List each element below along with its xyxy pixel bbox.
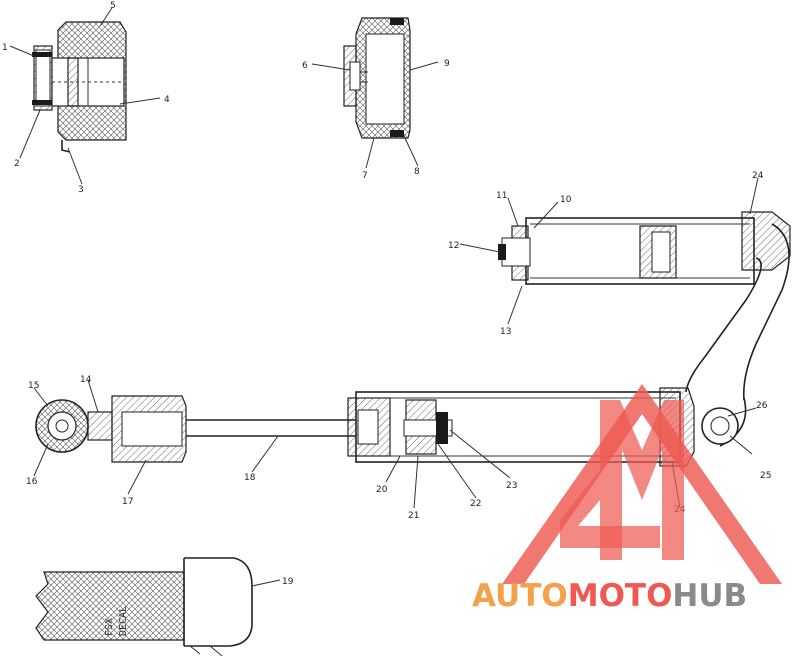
callout-21: 21 [408,511,419,521]
rod-end [111,395,187,463]
bushing-assembly [32,21,127,153]
decal-line1: FSX [104,618,115,636]
decal-line2: DECAL [118,606,129,636]
decal-assembly: FSX DECAL [35,557,253,656]
callout-10: 10 [560,195,572,205]
callout-4: 4 [164,95,170,105]
watermark-auto: AUTO [472,578,568,614]
reservoir-assembly [498,211,791,447]
callout-25: 25 [760,471,771,481]
callout-13: 13 [500,327,511,337]
callout-15: 15 [28,381,39,391]
callout-16: 16 [26,477,38,487]
callout-20: 20 [376,485,388,495]
callout-9: 9 [444,59,450,69]
callout-7: 7 [362,171,368,181]
watermark-text: AUTOMOTOHUB [472,578,747,614]
eyelet-mount [35,399,113,453]
callout-19: 19 [282,577,294,587]
piston-rod [186,419,360,437]
callout-22: 22 [470,499,481,509]
callout-12: 12 [448,241,459,251]
callout-8: 8 [414,167,420,177]
watermark-logo: AUTOMOTOHUB [472,384,782,614]
callout-24-top: 24 [752,171,764,181]
callout-2: 2 [14,159,20,169]
callout-14: 14 [80,375,92,385]
cap-assembly [343,17,411,139]
leader-lines [9,7,759,587]
callout-5: 5 [110,1,116,11]
callout-17: 17 [122,497,133,507]
watermark-hub: HUB [672,578,747,614]
callout-labels: 1 2 3 4 5 6 7 8 9 10 11 12 13 14 15 16 1… [2,1,771,587]
watermark-moto: MOTO [568,578,673,614]
callout-1: 1 [2,43,8,53]
callout-6: 6 [302,61,308,71]
callout-3: 3 [78,185,84,195]
watermark-triangle-icon [502,384,782,584]
callout-26: 26 [756,401,768,411]
callout-11: 11 [496,191,507,201]
callout-23: 23 [506,481,517,491]
callout-18: 18 [244,473,256,483]
